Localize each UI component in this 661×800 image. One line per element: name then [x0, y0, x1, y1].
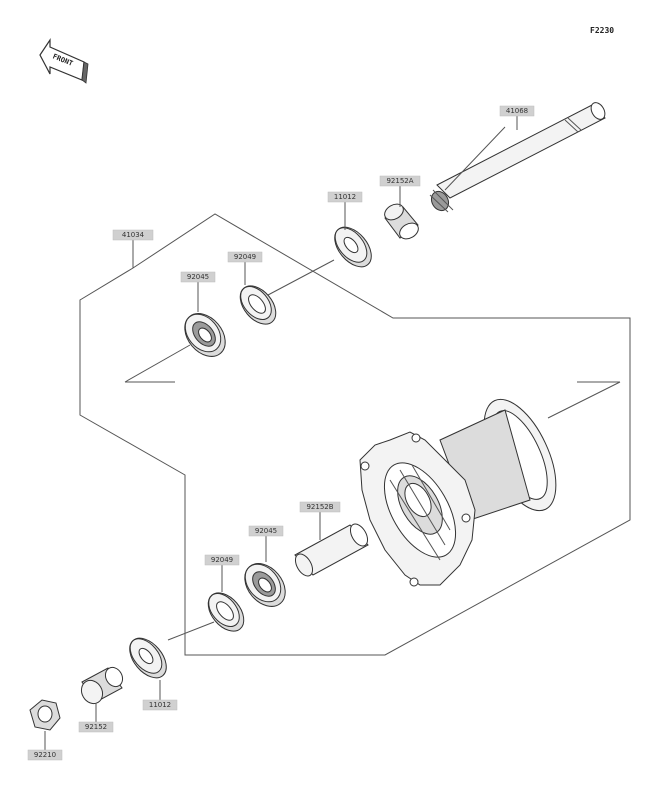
label-text-collar-bottom: 92152 — [85, 723, 107, 731]
seal-ring-top-part — [239, 262, 277, 325]
seal-ring-bottom-part — [207, 565, 245, 632]
label-seal-ring-top: 92049 — [227, 251, 263, 263]
label-text-wheel-assy: 41034 — [122, 231, 145, 239]
label-bearing-top: 92045 — [180, 271, 216, 283]
seal-bottom-part — [129, 621, 215, 700]
label-bearing-bottom: 92045 — [248, 525, 284, 537]
label-axle: 41068 — [499, 105, 535, 117]
label-text-axle: 41068 — [506, 107, 528, 115]
label-text-seal-ring-bottom: 92049 — [211, 556, 233, 564]
label-text-seal-top: 11012 — [334, 193, 356, 201]
label-text-collar-a: 92152A — [386, 177, 413, 185]
label-text-seal-bottom: 11012 — [149, 701, 171, 709]
collar-a-part — [384, 185, 419, 240]
front-arrow-icon: FRONT — [39, 38, 89, 84]
label-text-bearing-top: 92045 — [187, 273, 209, 281]
wheel-hub-part — [359, 398, 557, 587]
collar-b-part — [294, 512, 369, 577]
label-wheel-assy: 41034 — [112, 229, 154, 241]
label-seal-ring-bottom: 92049 — [204, 554, 240, 566]
bearing-bottom-part — [244, 536, 286, 607]
label-nut: 92210 — [27, 749, 63, 761]
collar-bottom-part — [80, 666, 124, 722]
axle-part — [429, 102, 606, 213]
nut-part — [29, 699, 61, 750]
assembly-frame — [79, 213, 631, 656]
figure-code: F2230 — [590, 26, 614, 35]
label-text-seal-ring-top: 92049 — [234, 253, 256, 261]
label-collar-bottom: 92152 — [78, 721, 114, 733]
label-seal-top: 11012 — [327, 191, 363, 203]
label-collar-b: 92152B — [299, 501, 341, 513]
label-text-bearing-bottom: 92045 — [255, 527, 277, 535]
seal-top-part — [267, 202, 372, 296]
label-text-collar-b: 92152B — [306, 503, 333, 511]
bearing-top-part — [184, 282, 226, 357]
label-collar-a: 92152A — [379, 175, 421, 187]
label-seal-bottom: 11012 — [142, 699, 178, 711]
label-text-nut: 92210 — [34, 751, 56, 759]
